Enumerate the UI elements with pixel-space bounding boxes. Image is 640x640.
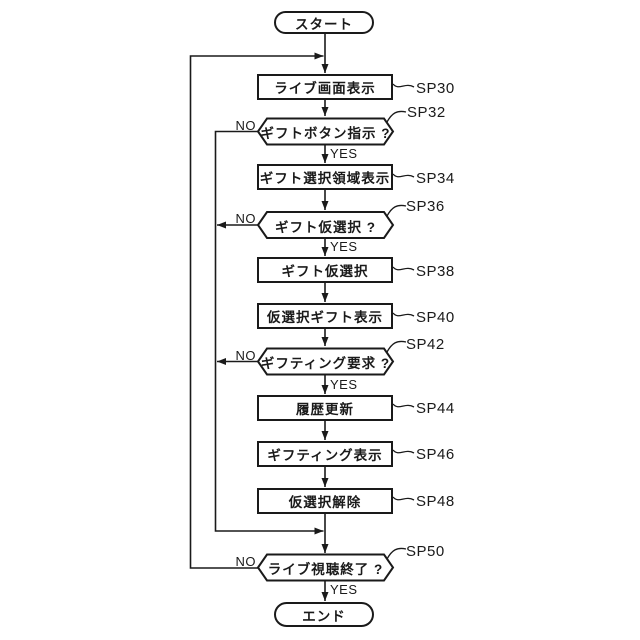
step-label-sp44: SP44 — [416, 400, 455, 417]
node-sp32-label: ギフトボタン指示 ? — [260, 125, 391, 141]
step-label-sp30: SP30 — [416, 80, 455, 97]
callout-curve-sp30 — [392, 83, 415, 88]
decision-shape-sp36 — [256, 211, 395, 239]
node-sp36-label: ギフト仮選択 ? — [275, 219, 376, 235]
step-label-sp48: SP48 — [416, 493, 455, 510]
edge-sp32-no-skip — [214, 130, 324, 535]
callout-curve-sp44 — [392, 403, 415, 408]
node-sp34: ギフト選択領域表示 — [257, 164, 393, 190]
step-label-sp42: SP42 — [406, 336, 445, 353]
edge-sp50-no-loopback — [189, 52, 324, 569]
terminator-start-label: スタート — [295, 16, 353, 32]
decision-shape-sp42 — [256, 347, 395, 376]
decision-shape-sp32 — [256, 117, 395, 146]
step-label-sp50: SP50 — [406, 543, 445, 560]
node-sp30-label: ライブ画面表示 — [274, 81, 376, 96]
node-sp42: ギフティング要求 ? — [258, 348, 393, 375]
node-sp50: ライブ視聴終了 ? — [258, 554, 393, 581]
node-sp36: ギフト仮選択 ? — [258, 212, 393, 239]
callout-curve-sp32 — [386, 110, 407, 123]
node-sp38: ギフト仮選択 — [257, 257, 393, 283]
node-sp48: 仮選択解除 — [257, 488, 393, 514]
node-sp44: 履歴更新 — [257, 395, 393, 421]
callout-curve-sp38 — [392, 266, 415, 271]
no-label-sp36: NO — [235, 211, 256, 226]
node-sp40: 仮選択ギフト表示 — [257, 303, 393, 329]
terminator-start: スタート — [274, 11, 374, 34]
step-label-sp40: SP40 — [416, 309, 455, 326]
callout-curve-sp42 — [386, 340, 407, 353]
node-sp34-label: ギフト選択領域表示 — [259, 171, 391, 186]
step-label-sp38: SP38 — [416, 263, 455, 280]
node-sp42-label: ギフティング要求 ? — [260, 355, 391, 371]
node-sp30: ライブ画面表示 — [257, 74, 393, 100]
no-label-sp32: NO — [235, 118, 256, 133]
callout-curve-sp50 — [386, 547, 407, 560]
node-sp32: ギフトボタン指示 ? — [258, 118, 393, 145]
node-sp46-label: ギフティング表示 — [267, 448, 383, 463]
step-label-sp34: SP34 — [416, 170, 455, 187]
callout-curve-sp34 — [392, 173, 415, 178]
no-label-sp50: NO — [235, 554, 256, 569]
yes-label-sp32: YES — [330, 146, 358, 161]
node-sp50-label: ライブ視聴終了 ? — [267, 561, 384, 577]
yes-label-sp50: YES — [330, 582, 358, 597]
yes-label-sp42: YES — [330, 377, 358, 392]
callout-curve-sp40 — [392, 312, 415, 317]
node-sp48-label: 仮選択解除 — [288, 495, 362, 510]
callout-curve-sp36 — [386, 204, 407, 217]
node-sp40-label: 仮選択ギフト表示 — [267, 310, 383, 325]
decision-shape-sp50 — [256, 553, 395, 582]
callout-curve-sp48 — [392, 496, 415, 501]
step-label-sp32: SP32 — [407, 104, 446, 121]
step-label-sp46: SP46 — [416, 446, 455, 463]
node-sp46: ギフティング表示 — [257, 441, 393, 467]
step-label-sp36: SP36 — [406, 198, 445, 215]
node-sp44-label: 履歴更新 — [296, 402, 354, 417]
no-label-sp42: NO — [235, 348, 256, 363]
yes-label-sp36: YES — [330, 239, 358, 254]
callout-curve-sp46 — [392, 449, 415, 454]
terminator-end: エンド — [274, 602, 374, 627]
node-sp38-label: ギフト仮選択 — [281, 264, 369, 279]
terminator-end-label: エンド — [302, 608, 346, 624]
